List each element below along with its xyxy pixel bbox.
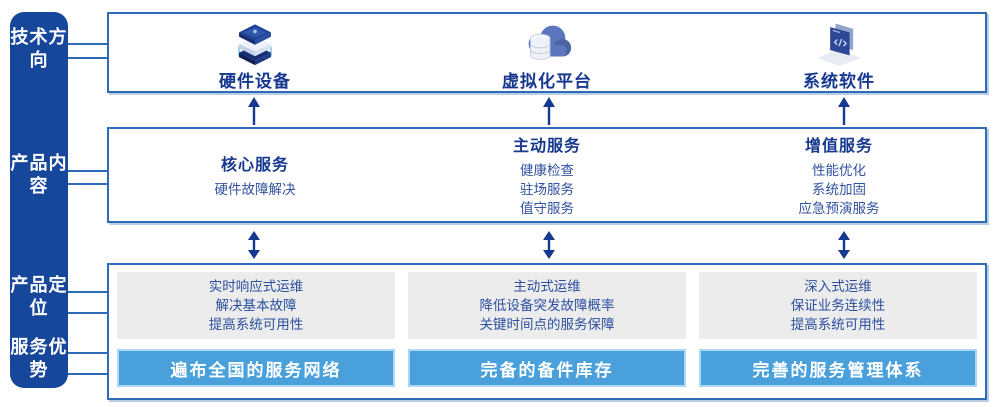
- content-item: 性能优化: [812, 163, 866, 178]
- position-points-box: 实时响应式运维 解决基本故障 提高系统可用性: [117, 272, 395, 339]
- up-arrow: [248, 97, 260, 125]
- tech-item-label: 硬件设备: [219, 72, 291, 91]
- position-points-box: 深入式运维 保证业务连续性 提高系统可用性: [699, 272, 977, 339]
- content-item: 健康检查: [520, 163, 574, 178]
- position-point: 实时响应式运维: [208, 279, 304, 294]
- connector-line: [68, 183, 107, 185]
- content-column-proactive: 主动服务 健康检查 驻场服务 值守服务: [401, 129, 693, 221]
- connector-line: [68, 57, 107, 59]
- advantage-label: 完备的备件库存: [480, 360, 614, 380]
- tech-item-label: 虚拟化平台: [502, 72, 592, 91]
- sidebar-label-service-advantage: 服务优势: [10, 337, 68, 380]
- content-item: 系统加固: [812, 182, 866, 197]
- position-point: 关键时间点的服务保障: [479, 317, 615, 332]
- code-window-icon: [809, 20, 869, 66]
- sidebar-label-product-position: 产品定位: [10, 275, 68, 318]
- content-item: 驻场服务: [520, 182, 574, 197]
- double-arrow: [543, 231, 555, 259]
- tech-item-system-software: 系统软件: [693, 14, 985, 91]
- content-column-title: 主动服务: [512, 138, 581, 155]
- position-point: 深入式运维: [804, 279, 872, 294]
- advantage-bar: 完善的服务管理体系: [699, 349, 977, 387]
- product-content-panel: 核心服务 硬件故障解决 主动服务 健康检查 驻场服务 值守服务 增值服务 性能优…: [107, 127, 987, 223]
- sidebar-label-product-content: 产品内容: [10, 153, 68, 196]
- content-column-value-added: 增值服务 性能优化 系统加固 应急预演服务: [693, 129, 985, 221]
- product-position-panel: 实时响应式运维 解决基本故障 提高系统可用性 遍布全国的服务网络 主动式运维 降…: [107, 263, 987, 400]
- sidebar-label-tech-direction: 技术方向: [10, 27, 68, 70]
- server-stack-icon: [225, 20, 285, 66]
- position-point: 解决基本故障: [215, 298, 297, 313]
- advantage-label: 遍布全国的服务网络: [170, 360, 342, 380]
- content-column-core: 核心服务 硬件故障解决: [109, 129, 401, 221]
- content-column-title: 核心服务: [220, 157, 289, 174]
- tech-item-label: 系统软件: [803, 72, 875, 91]
- connector-line: [68, 373, 107, 375]
- advantage-bar: 遍布全国的服务网络: [117, 349, 395, 387]
- double-arrow: [838, 231, 850, 259]
- content-item: 硬件故障解决: [214, 182, 296, 197]
- double-arrow: [248, 231, 260, 259]
- content-item: 应急预演服务: [798, 201, 880, 216]
- category-sidebar: 技术方向 产品内容 产品定位 服务优势: [10, 12, 68, 388]
- position-point: 提高系统可用性: [790, 317, 886, 332]
- connector-line: [68, 312, 107, 314]
- cloud-database-icon: [517, 20, 577, 66]
- position-column-proactive: 主动式运维 降低设备突发故障概率 关键时间点的服务保障 完备的备件库存: [408, 272, 686, 387]
- advantage-label: 完善的服务管理体系: [752, 360, 924, 380]
- content-item: 值守服务: [520, 201, 574, 216]
- advantage-bar: 完备的备件库存: [408, 349, 686, 387]
- position-column-realtime: 实时响应式运维 解决基本故障 提高系统可用性 遍布全国的服务网络: [117, 272, 395, 387]
- position-point: 主动式运维: [513, 279, 581, 294]
- up-arrow: [838, 97, 850, 125]
- up-arrow: [543, 97, 555, 125]
- connector-line: [68, 291, 107, 293]
- tech-item-virtualization: 虚拟化平台: [401, 14, 693, 91]
- position-column-deep: 深入式运维 保证业务连续性 提高系统可用性 完善的服务管理体系: [699, 272, 977, 387]
- connector-line: [68, 352, 107, 354]
- tech-direction-panel: 硬件设备 虚拟化平台: [107, 12, 987, 93]
- position-point: 降低设备突发故障概率: [479, 298, 615, 313]
- tech-item-hardware: 硬件设备: [109, 14, 401, 91]
- position-point: 提高系统可用性: [208, 317, 304, 332]
- connector-line: [68, 170, 107, 172]
- content-column-title: 增值服务: [804, 138, 873, 155]
- position-points-box: 主动式运维 降低设备突发故障概率 关键时间点的服务保障: [408, 272, 686, 339]
- position-point: 保证业务连续性: [790, 298, 886, 313]
- connector-line: [68, 43, 107, 45]
